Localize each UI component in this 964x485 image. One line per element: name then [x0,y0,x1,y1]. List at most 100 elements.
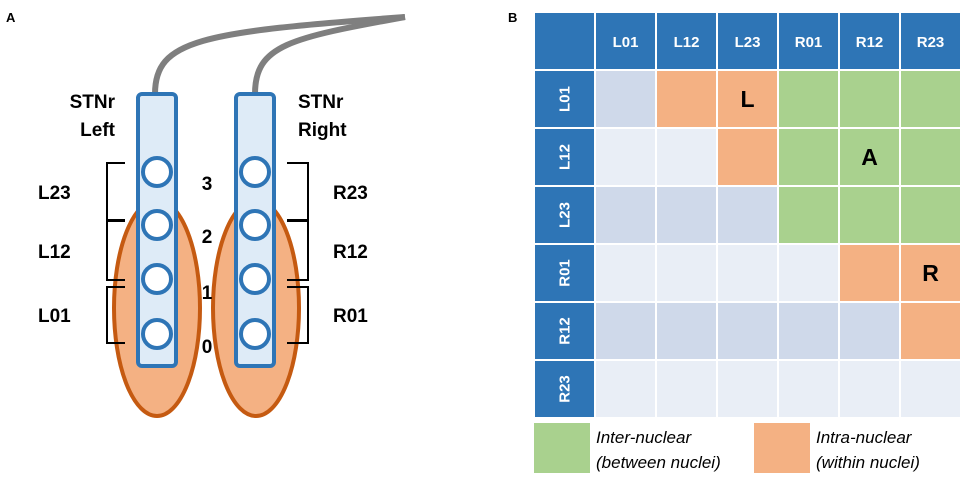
matrix-cell [899,359,962,419]
matrix-cell [594,69,657,129]
legend-inter-line1: Inter-nuclear [596,428,692,447]
row-header-l23 [533,185,596,245]
row-header-label: R12 [557,317,574,345]
cell-label-l: L [740,86,754,112]
right-lead-title-2: Right [298,120,347,141]
left-bracket-l12 [106,220,125,281]
left-lead-wire [152,14,406,95]
right-lead-title-1: STNr [298,92,344,113]
left-pair-l12: L12 [38,242,71,263]
right-contact-2 [239,209,271,241]
left-lead-title-1: STNr [70,92,116,113]
left-pair-l23: L23 [38,183,71,204]
row-header-label: L01 [557,86,574,112]
left-bracket-l23 [106,162,125,221]
cell-label-a: A [861,144,878,170]
legend-intra-swatch [754,423,810,473]
right-contact-3 [239,156,271,188]
right-pair-r01: R01 [333,306,368,327]
matrix-cell [899,69,962,129]
row-header-r12 [533,301,596,361]
row-header-l12 [533,127,596,187]
matrix-cell [594,127,657,187]
column-header-r12 [838,11,901,71]
left-lead-title-2: Left [80,120,116,141]
matrix-cell [899,127,962,187]
matrix-cell [655,359,718,419]
legend-intra-line1: Intra-nuclear [816,428,913,447]
left-pair-l01: L01 [38,306,71,327]
matrix-cell [777,127,840,187]
left-contact-1 [141,263,173,295]
right-contact-0 [239,318,271,350]
contact-number-0: 0 [202,337,213,358]
column-header-label: R12 [856,34,884,51]
matrix-cell [777,359,840,419]
right-bracket-r23 [287,162,309,221]
matrix-cell [594,185,657,245]
matrix-cell [716,243,779,303]
right-contact-1 [239,263,271,295]
matrix-cell [655,301,718,361]
left-contact-3 [141,156,173,188]
matrix-cell [594,243,657,303]
row-header-r01 [533,243,596,303]
column-header-label: L23 [735,34,761,51]
matrix-cell [899,185,962,245]
matrix-cell [594,301,657,361]
matrix-cell [777,69,840,129]
contact-number-1: 1 [202,283,213,304]
legend-inter-swatch [534,423,590,473]
contact-number-2: 2 [202,227,213,248]
left-contact-0 [141,318,173,350]
right-lead-wire [252,14,406,95]
row-header-r23 [533,359,596,419]
legend-inter-line2: (between nuclei) [596,453,721,472]
column-header-label: R23 [917,34,945,51]
column-header-r23 [899,11,962,71]
matrix-cell [777,301,840,361]
matrix-cell [716,127,779,187]
row-header-label: R23 [557,375,574,403]
matrix-cell [838,359,901,419]
column-header-label: L12 [674,34,700,51]
right-pair-r12: R12 [333,242,368,263]
matrix-cell [838,185,901,245]
row-header-label: L23 [557,202,574,228]
column-header-label: L01 [613,34,639,51]
row-header-label: R01 [557,259,574,287]
panel-a-letter: A [6,10,16,25]
electrode-diagram: STNr Left STNr Right 3 2 1 0 L23 L12 L01… [38,14,406,418]
row-header-label: L12 [557,144,574,170]
matrix-cell [838,243,901,303]
right-pair-r23: R23 [333,183,368,204]
cell-label-r: R [922,260,939,286]
legend-intra-line2: (within nuclei) [816,453,920,472]
matrix-cell [777,185,840,245]
matrix-cell [899,243,962,303]
left-contact-2 [141,209,173,241]
matrix-corner [533,11,596,71]
matrix-cell [899,301,962,361]
left-bracket-l01 [106,286,125,344]
column-header-r01 [777,11,840,71]
contact-number-3: 3 [202,174,213,195]
matrix-cell [655,69,718,129]
matrix-cell [655,185,718,245]
matrix-cell [838,301,901,361]
panel-b-letter: B [508,10,518,25]
matrix-cell [777,243,840,303]
right-bracket-r01 [287,286,309,344]
matrix-cell [655,127,718,187]
right-bracket-r12 [287,220,309,281]
matrix-cell [594,359,657,419]
column-header-label: R01 [795,34,823,51]
matrix-cell [716,359,779,419]
matrix-cell [838,69,901,129]
matrix-cell [655,243,718,303]
matrix-cell [716,185,779,245]
panel-a: A STNr Left STNr Right 3 [6,10,406,418]
matrix-cell [716,301,779,361]
